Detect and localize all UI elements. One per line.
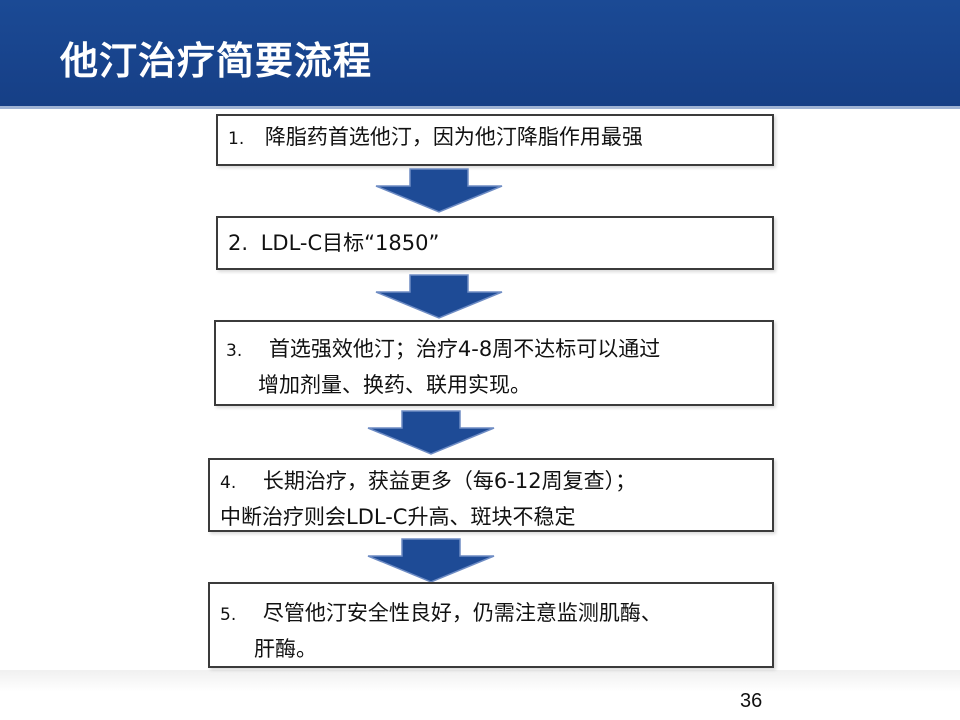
step-text: 降脂药首选他汀，因为他汀降脂作用最强 (264, 125, 643, 149)
step-text-line-1: 长期治疗，获益更多（每6-12周复查）； (262, 469, 637, 493)
step-number: 1. (228, 129, 245, 149)
down-arrow-icon (375, 168, 503, 213)
flow-step-1: 1. 降脂药首选他汀，因为他汀降脂作用最强 (216, 114, 774, 166)
step-number: 5. (220, 605, 237, 625)
step-text-line-1: 尽管他汀安全性良好，仍需注意监测肌酶、 (262, 601, 662, 625)
flow-step-2: 2. LDL-C目标“1850” (216, 216, 774, 270)
header-bar (0, 0, 960, 106)
footer-shadow (0, 670, 960, 692)
down-arrow-icon (375, 274, 503, 319)
step-number: 2. (228, 231, 249, 255)
header-divider (0, 106, 960, 109)
step-text-line-2: 增加剂量、换药、联用实现。 (258, 373, 531, 397)
down-arrow-icon (367, 538, 495, 583)
step-text: LDL-C目标“1850” (260, 231, 440, 255)
page-number: 36 (740, 690, 763, 712)
down-arrow-icon (367, 410, 495, 455)
step-number: 4. (220, 473, 237, 493)
step-text-line-1: 首选强效他汀；治疗4-8周不达标可以通过 (268, 337, 661, 361)
slide-title: 他汀治疗简要流程 (60, 39, 373, 83)
step-text-line-2: 肝酶。 (254, 637, 317, 661)
flow-step-4: 4. 长期治疗，获益更多（每6-12周复查）； 中断治疗则会LDL-C升高、斑块… (208, 458, 774, 532)
step-number: 3. (226, 341, 243, 361)
flow-step-3: 3. 首选强效他汀；治疗4-8周不达标可以通过 增加剂量、换药、联用实现。 (214, 320, 774, 406)
flow-step-5: 5. 尽管他汀安全性良好，仍需注意监测肌酶、 肝酶。 (208, 582, 774, 668)
step-text-line-2: 中断治疗则会LDL-C升高、斑块不稳定 (220, 505, 576, 529)
